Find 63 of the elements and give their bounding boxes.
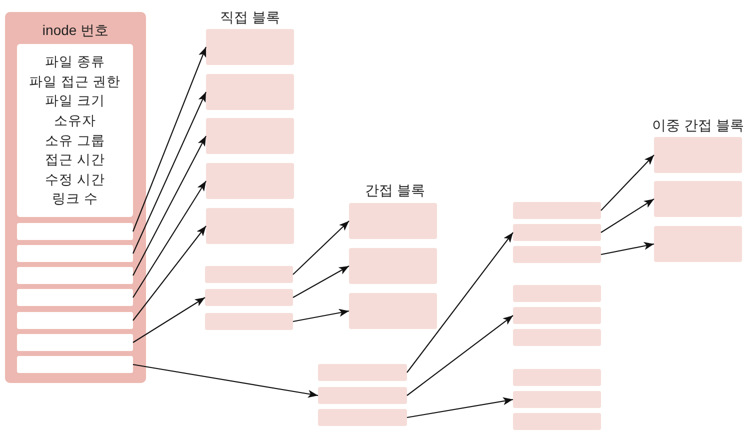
pointer-slot xyxy=(17,267,133,284)
data-block xyxy=(206,208,294,244)
inode-panel xyxy=(5,12,146,383)
column-title: 간접 블록 xyxy=(365,181,425,199)
arrow xyxy=(132,46,207,232)
data-block xyxy=(654,137,742,173)
arrow xyxy=(406,315,514,396)
attribute-label: 링크 수 xyxy=(52,190,98,208)
arrow xyxy=(292,266,350,298)
pointer-slot xyxy=(17,223,133,240)
arrow xyxy=(132,180,206,298)
arrow xyxy=(292,308,350,322)
arrow xyxy=(132,136,206,276)
attribute-label: 파일 종류 xyxy=(45,53,105,72)
pointer-entry xyxy=(513,413,601,430)
arrow xyxy=(600,242,654,256)
arrow xyxy=(132,364,318,398)
pointer-entry xyxy=(205,266,293,283)
attribute-list-box xyxy=(17,44,133,217)
pointer-slot xyxy=(17,334,133,351)
arrow xyxy=(406,232,514,373)
pointer-entry xyxy=(205,289,293,306)
pointer-entry xyxy=(318,364,407,381)
data-block xyxy=(206,74,294,110)
data-block xyxy=(349,248,437,284)
data-block xyxy=(349,203,437,239)
data-block xyxy=(654,226,742,262)
pointer-entry xyxy=(513,285,601,302)
arrow xyxy=(406,397,514,418)
pointer-entry xyxy=(513,224,601,241)
attribute-label: 소유 그룹 xyxy=(45,132,105,150)
column-title: 직접 블록 xyxy=(220,8,280,26)
pointer-entry xyxy=(513,369,601,386)
attribute-label: 소유자 xyxy=(54,112,96,130)
pointer-entry xyxy=(513,307,601,324)
data-block xyxy=(206,118,294,154)
attribute-label: 파일 크기 xyxy=(45,92,105,110)
arrow xyxy=(132,226,206,321)
arrow xyxy=(292,220,350,275)
data-block xyxy=(349,293,437,329)
attribute-label: 수정 시간 xyxy=(45,170,105,189)
pointer-entry xyxy=(513,246,601,263)
column-title: 이중 간접 블록 xyxy=(652,116,744,134)
pointer-entry xyxy=(205,313,293,330)
attribute-label: 접근 시간 xyxy=(45,151,105,170)
data-block xyxy=(654,181,742,217)
arrow xyxy=(132,92,206,254)
data-block xyxy=(206,29,294,65)
pointer-entry xyxy=(318,409,407,426)
pointer-slot xyxy=(17,312,133,329)
arrow xyxy=(600,198,654,233)
panel-title: inode 번호 xyxy=(41,21,110,39)
pointer-entry xyxy=(318,387,407,404)
pointer-entry xyxy=(513,329,601,346)
arrow xyxy=(600,154,654,211)
arrow xyxy=(132,297,206,343)
attribute-label: 파일 접근 권한 xyxy=(29,72,121,91)
pointer-slot xyxy=(17,289,133,306)
pointer-entry xyxy=(513,202,601,219)
pointer-entry xyxy=(513,391,601,408)
data-block xyxy=(206,163,294,199)
pointer-slot xyxy=(17,356,133,373)
pointer-slot xyxy=(17,245,133,262)
